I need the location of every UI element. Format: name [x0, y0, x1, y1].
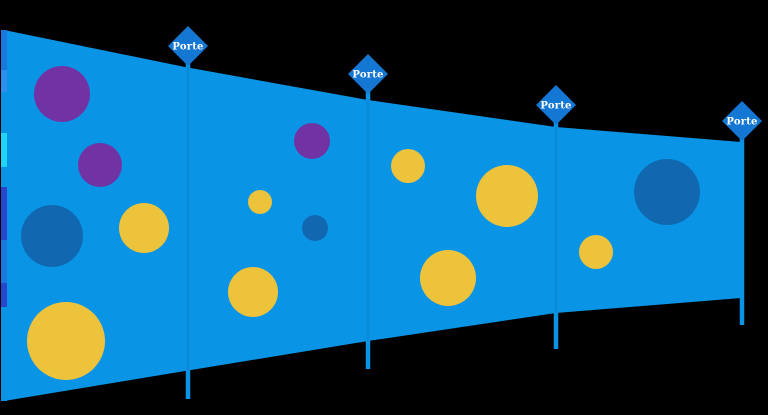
bubble-yellow[interactable]: [476, 165, 538, 227]
bubble-dark-blue[interactable]: [302, 215, 328, 241]
bubble-yellow[interactable]: [228, 267, 278, 317]
funnel-rim-segment: [1, 187, 7, 240]
funnel-rim-segment: [1, 70, 7, 92]
bubble-yellow[interactable]: [579, 235, 613, 269]
bubble-yellow[interactable]: [119, 203, 169, 253]
gate-label: Porte: [172, 42, 203, 53]
gate-diamond-icon[interactable]: [722, 101, 762, 141]
gate[interactable]: Porte: [168, 26, 208, 66]
funnel-body: [4, 30, 741, 401]
gate-label: Porte: [540, 101, 571, 112]
gate-diamond-icon[interactable]: [348, 54, 388, 94]
gate[interactable]: Porte: [536, 85, 576, 125]
funnel-rim-segment: [1, 283, 7, 307]
funnel-rim-segment: [1, 92, 7, 133]
bubble-dark-blue[interactable]: [21, 205, 83, 267]
bubble-dark-blue[interactable]: [634, 159, 700, 225]
funnel-rim-segment: [1, 307, 7, 401]
bubble-purple[interactable]: [294, 123, 330, 159]
gate-label: Porte: [726, 117, 757, 128]
gate[interactable]: Porte: [348, 54, 388, 94]
gate-diamond-icon[interactable]: [168, 26, 208, 66]
bubble-yellow[interactable]: [420, 250, 476, 306]
bubble-yellow[interactable]: [248, 190, 272, 214]
bubble-purple[interactable]: [34, 66, 90, 122]
bubble-yellow[interactable]: [27, 302, 105, 380]
bubble-yellow[interactable]: [391, 149, 425, 183]
funnel-rim-segment: [1, 30, 7, 70]
gate[interactable]: Porte: [722, 101, 762, 141]
gate-label: Porte: [352, 70, 383, 81]
gate-diamond-icon[interactable]: [536, 85, 576, 125]
funnel-rim-segment: [1, 240, 7, 283]
funnel-rim-segment: [1, 133, 7, 167]
bubble-purple[interactable]: [78, 143, 122, 187]
funnel-rim-segment: [1, 167, 7, 187]
